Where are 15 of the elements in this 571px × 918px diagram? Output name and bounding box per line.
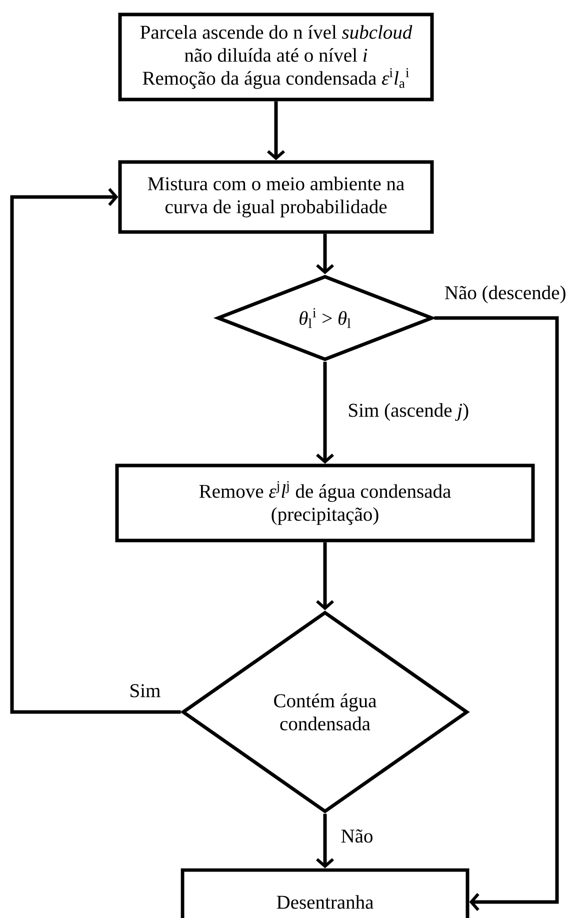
process-box: Mistura com o meio ambiente na curva de igual probabilidade bbox=[118, 160, 434, 234]
arrow bbox=[267, 101, 285, 160]
edge-label: Não bbox=[340, 828, 374, 844]
arrow bbox=[316, 542, 334, 610]
arrow bbox=[316, 362, 334, 464]
edge-label: Não (descende) bbox=[443, 284, 568, 304]
arrow bbox=[10, 188, 181, 714]
process-box: Desentranha bbox=[180, 868, 470, 918]
edge-label: Sim bbox=[128, 683, 162, 698]
edge-label: Sim (ascende j) bbox=[346, 402, 470, 422]
process-box: Remove ε$^{j}$l$^{j}$ de água condensada (precipitação) bbox=[115, 464, 535, 542]
arrow bbox=[434, 316, 559, 911]
process-box: Parcela ascende do n ível subcloud não diluída até o nível i Remoção da água condensada ε$^{i}$l$_{a}$i bbox=[118, 12, 434, 102]
arrow bbox=[316, 234, 334, 274]
arrow bbox=[316, 814, 334, 868]
